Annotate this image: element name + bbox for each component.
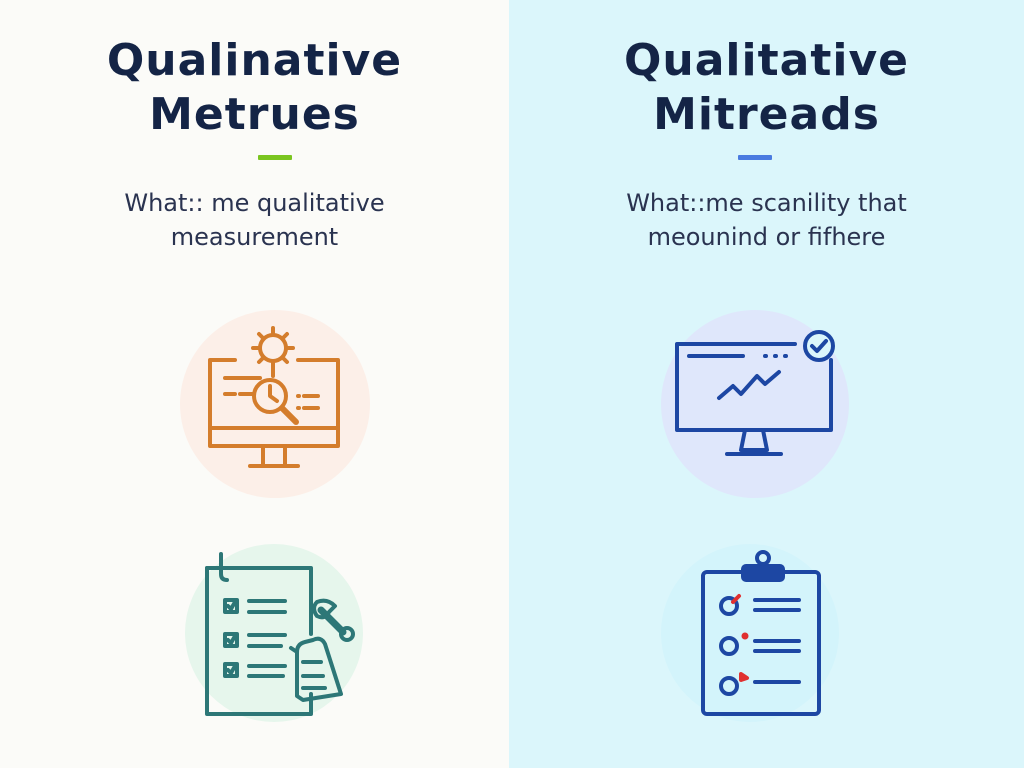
left-accent-bar <box>258 155 292 160</box>
right-desc-line1: What::me scanility that <box>626 189 907 217</box>
left-desc-line1: What:: me qualitative <box>124 189 385 217</box>
right-title-line2: Mitreads <box>653 89 880 140</box>
checklist-clipboard-hand-icon <box>185 544 363 722</box>
left-panel: Qualinative Metrues What:: me qualitativ… <box>0 0 509 768</box>
monitor-magnifier-gear-icon <box>180 310 370 498</box>
right-description: What::me scanility that meounind or fifh… <box>509 186 1024 254</box>
right-panel: Qualitative Mitreads What::me scanility … <box>509 0 1024 768</box>
left-desc-line2: measurement <box>170 223 339 251</box>
right-title-line1: Qualitative <box>624 35 909 86</box>
clipboard-targets-list-icon <box>661 544 839 722</box>
left-description: What:: me qualitative measurement <box>0 186 509 254</box>
left-title-line1: Qualinative <box>106 35 403 86</box>
left-title-line2: Metrues <box>149 89 360 140</box>
right-desc-line2: meounind or fifhere <box>647 223 886 251</box>
left-title: Qualinative Metrues <box>0 34 509 142</box>
right-title: Qualitative Mitreads <box>509 34 1024 142</box>
monitor-trend-check-icon <box>661 310 849 498</box>
right-accent-bar <box>738 155 772 160</box>
